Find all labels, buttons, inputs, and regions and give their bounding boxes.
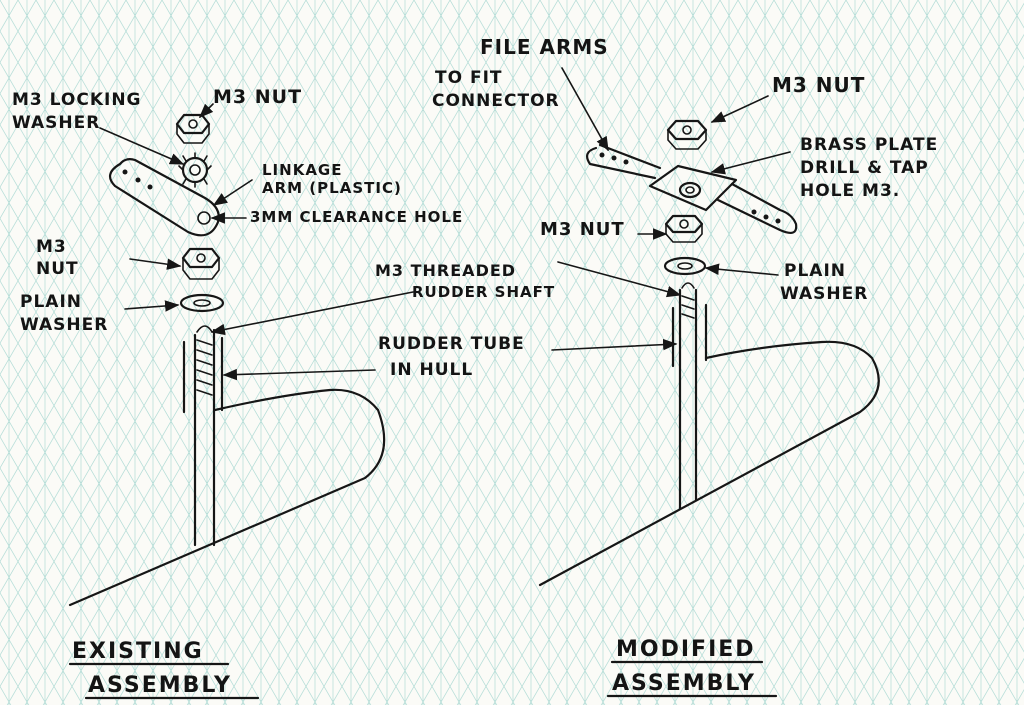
left-locking-washer: [178, 152, 212, 188]
right-plain-washer-label-1: PLAIN: [784, 261, 846, 281]
rudder-tube-label-1: RUDDER TUBE: [378, 334, 525, 354]
left-m3-nut-lower-label-1: M3: [36, 237, 67, 257]
existing-assembly-drawing: M3 NUT M3 LOCKING WASHER LINKAGE ARM (PL…: [12, 86, 463, 700]
left-locking-washer-label-2: WASHER: [12, 113, 100, 133]
left-linkage-arm-label-1: LINKAGE: [262, 161, 342, 179]
right-linkage-arm: [586, 143, 798, 235]
existing-assembly-title-line2: ASSEMBLY: [88, 673, 232, 698]
right-m3-nut-lower-label: M3 NUT: [540, 219, 625, 240]
modified-assembly-title-line2: ASSEMBLY: [612, 671, 756, 696]
right-m3-nut-top-label: M3 NUT: [772, 73, 865, 97]
left-clearance-hole-label: 3MM CLEARANCE HOLE: [250, 208, 463, 226]
brass-plate-label-2: DRILL & TAP: [800, 158, 929, 178]
left-plain-washer: [179, 293, 225, 313]
modified-assembly-drawing: FILE ARMS TO FIT CONNECTOR M3 NUT BRASS …: [432, 35, 938, 698]
left-m3-nut-lower: [181, 247, 221, 280]
file-arms-label-3: CONNECTOR: [432, 91, 560, 111]
rudder-tube-label-2: IN HULL: [390, 360, 473, 380]
left-plain-washer-label-1: PLAIN: [20, 292, 82, 312]
left-linkage-arm-label-2: ARM (PLASTIC): [262, 179, 402, 197]
threaded-shaft-label-2: RUDDER SHAFT: [412, 283, 555, 301]
brass-plate-label-3: HOLE M3.: [800, 181, 900, 201]
left-m3-nut-top-label: M3 NUT: [213, 86, 302, 108]
left-m3-nut-lower-label-2: NUT: [36, 259, 79, 279]
brass-plate-label-1: BRASS PLATE: [800, 135, 938, 155]
existing-assembly-title-line1: EXISTING: [72, 639, 204, 664]
right-plain-washer-label-2: WASHER: [780, 284, 868, 304]
modified-assembly-title-line1: MODIFIED: [616, 637, 756, 662]
left-plain-washer-label-2: WASHER: [20, 315, 108, 335]
left-locking-washer-label-1: M3 LOCKING: [12, 90, 142, 110]
file-arms-label-1: FILE ARMS: [480, 35, 609, 59]
left-threaded-shaft: [196, 325, 213, 396]
threaded-shaft-label-1: M3 THREADED: [375, 261, 516, 280]
right-brass-plate: [648, 164, 738, 212]
left-m3-nut-top: [175, 113, 211, 144]
right-m3-nut-top: [666, 119, 708, 150]
left-hull-outline: [68, 388, 386, 607]
right-hull-outline: [538, 340, 880, 587]
file-arms-label-2: TO FIT: [435, 68, 503, 88]
right-threaded-shaft: [681, 282, 695, 319]
